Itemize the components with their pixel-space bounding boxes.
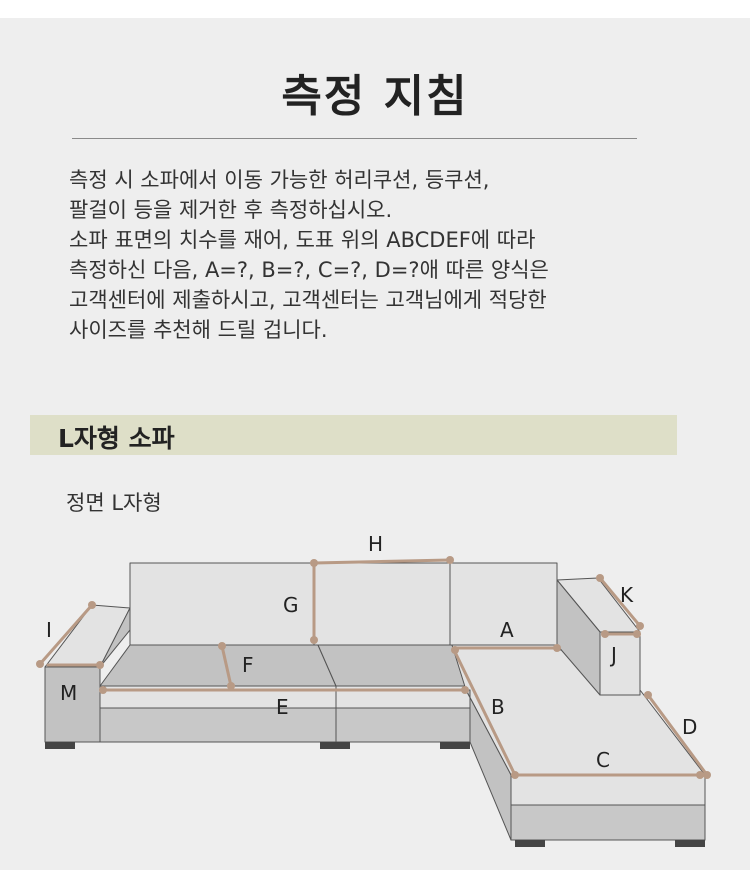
instructions: 측정 시 소파에서 이동 가능한 허리쿠션, 등쿠션, 팔걸이 등을 제거한 후… [69, 165, 709, 345]
left-armrest-side [99, 607, 131, 668]
measure-point [703, 771, 711, 779]
measure-point [451, 646, 459, 654]
measure-point [633, 630, 641, 638]
chaise-left-side [465, 689, 512, 841]
page-title: 측정 지침 [281, 71, 469, 122]
label-j: J [609, 643, 617, 667]
sofa-foot [45, 742, 75, 749]
measure-point [601, 630, 609, 638]
section-title: L자형 소파 [58, 424, 175, 453]
measure-line-k [598, 576, 642, 628]
label-m: M [60, 681, 77, 705]
right-armrest-front [599, 631, 641, 696]
seat-cushion-left [99, 644, 337, 687]
label-c: C [596, 748, 610, 772]
sofa-foot [515, 840, 545, 847]
measure-line-f [220, 644, 233, 688]
measure-line-b [453, 650, 517, 777]
label-g: G [283, 593, 299, 617]
measure-point [644, 691, 652, 699]
title-divider [72, 138, 637, 139]
seat-cushion-middle [317, 644, 471, 687]
measure-point [310, 636, 318, 644]
measure-line-h [312, 558, 452, 565]
measure-point [553, 644, 561, 652]
label-f: F [242, 653, 254, 677]
back-cushion-middle [313, 562, 451, 646]
measure-point [696, 771, 704, 779]
section-header: L자형 소파 [30, 415, 677, 455]
label-e: E [276, 695, 289, 719]
chaise-base [510, 804, 706, 841]
measure-point [96, 661, 104, 669]
label-d: D [682, 715, 697, 739]
label-a: A [500, 618, 514, 642]
measure-point [88, 601, 96, 609]
diagram-caption: 정면 L자형 [66, 491, 162, 515]
instruction-line: 소파 표면의 치수를 재어, 도표 위의 ABCDEF에 따라 [69, 228, 536, 252]
label-i: I [46, 618, 52, 642]
measure-point [99, 686, 107, 694]
sofa-foot [440, 742, 470, 749]
measure-point [446, 556, 454, 564]
measure-point [511, 771, 519, 779]
instruction-line: 고객센터에 제출하시고, 고객센터는 고객님에게 적당한 [69, 288, 547, 312]
measure-line-i [38, 603, 94, 666]
measure-point [310, 559, 318, 567]
measure-point [461, 686, 469, 694]
instruction-line: 사이즈를 추천해 드릴 겁니다. [69, 318, 328, 342]
measure-point [36, 660, 44, 668]
measure-point [218, 642, 226, 650]
label-h: H [368, 532, 383, 556]
measure-point [636, 622, 644, 630]
label-b: B [491, 695, 505, 719]
label-k: K [620, 583, 634, 607]
instruction-line: 팔걸이 등을 제거한 후 측정하십시오. [69, 198, 393, 222]
instruction-line: 측정하신 다음, A=?, B=?, C=?, D=?애 따른 양식은 [69, 258, 549, 282]
sofa-foot [320, 742, 350, 749]
measure-line-d [646, 693, 709, 777]
measure-point [596, 574, 604, 582]
measure-point [227, 682, 235, 690]
instruction-line: 측정 시 소파에서 이동 가능한 허리쿠션, 등쿠션, [69, 168, 490, 192]
sofa-foot [675, 840, 705, 847]
